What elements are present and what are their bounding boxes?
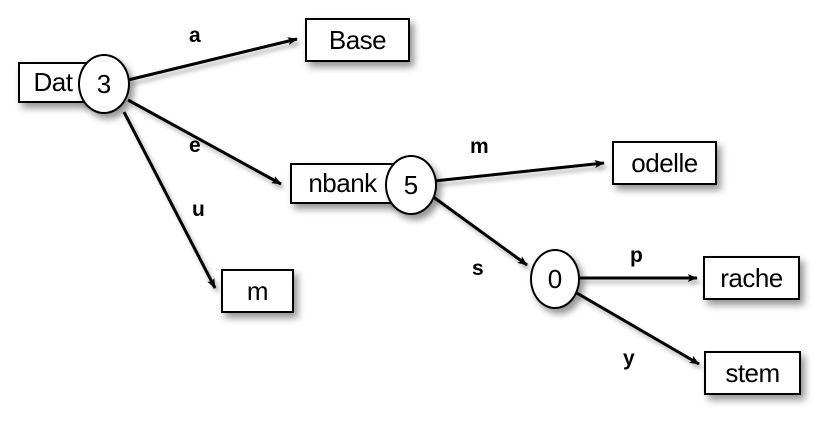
node-ellipse-3[interactable]: 3: [78, 54, 130, 114]
node-box-m-label: m: [246, 275, 269, 306]
node-box-dat-label: Dat: [33, 67, 73, 97]
edge-m: [433, 159, 605, 183]
node-box-dat[interactable]: Dat: [18, 62, 88, 103]
node-box-rache[interactable]: rache: [703, 256, 800, 300]
edge-label-y: y: [623, 347, 635, 370]
node-box-stem-label: stem: [725, 357, 780, 388]
node-box-stem[interactable]: stem: [704, 351, 801, 395]
node-box-nbank[interactable]: nbank: [290, 163, 395, 204]
edge-label-p: p: [630, 244, 643, 267]
edge-e: [127, 98, 282, 186]
node-box-m[interactable]: m: [221, 269, 294, 313]
node-ellipse-0[interactable]: 0: [530, 249, 580, 309]
node-box-base-label: Base: [328, 24, 387, 55]
edge-a: [127, 37, 298, 82]
node-ellipse-0-label: 0: [547, 263, 563, 294]
node-ellipse-5-label: 5: [403, 169, 419, 200]
edge-s: [431, 194, 528, 267]
node-box-nbank-label: nbank: [308, 168, 377, 198]
node-box-odelle[interactable]: odelle: [612, 141, 717, 185]
edge-u: [122, 111, 217, 289]
node-box-base[interactable]: Base: [305, 18, 410, 62]
edge-label-s: s: [472, 257, 484, 280]
node-ellipse-3-label: 3: [96, 68, 112, 99]
edge-label-a: a: [189, 24, 201, 47]
node-ellipse-5[interactable]: 5: [385, 155, 437, 215]
edge-y: [574, 290, 700, 366]
edge-label-m: m: [470, 135, 489, 158]
node-box-odelle-label: odelle: [631, 147, 698, 178]
node-box-rache-label: rache: [720, 262, 783, 293]
edge-label-u: u: [192, 198, 205, 221]
edge-label-e: e: [189, 134, 201, 157]
